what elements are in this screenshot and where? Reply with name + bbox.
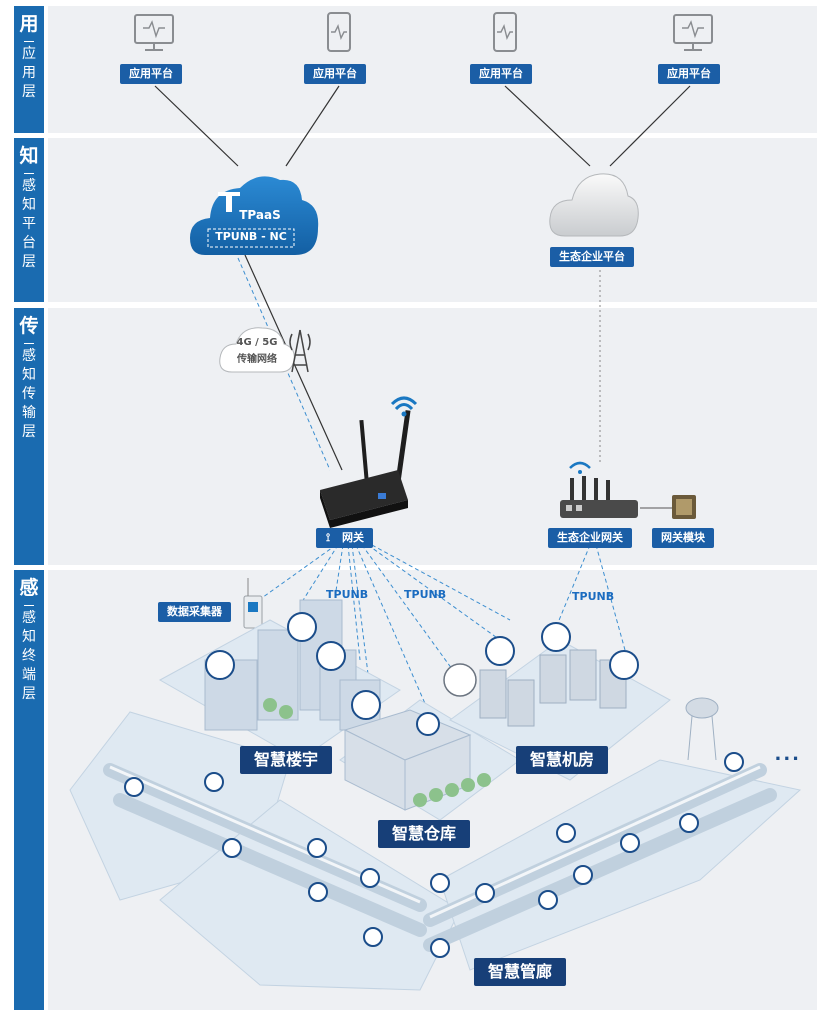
sensor-disk-icon (443, 663, 477, 697)
app-platform-tag: 应用平台 (658, 64, 720, 84)
band-transport (48, 308, 817, 565)
layer-label-application: 用 应用层 (14, 6, 44, 133)
gateway-module-tag: 网关模块 (652, 528, 714, 548)
sensor-nodes (124, 712, 744, 958)
band-platform (48, 138, 817, 302)
scene-label-warehouse: 智慧仓库 (378, 820, 471, 848)
eco-gateway-tag: 生态企业网关 (548, 528, 632, 548)
cellular-line2: 传输网络 (237, 354, 277, 365)
gateway-icon: ⟟ (326, 531, 331, 544)
layer-char: 用 (19, 13, 39, 35)
monitor-icon (134, 14, 174, 51)
eco-gateway-icon (560, 461, 638, 518)
tpunb-label: TPUNB (572, 590, 615, 603)
tpaas-subtitle: TPUNB - NC (215, 230, 287, 243)
data-collector-tag: 数据采集器 (158, 602, 231, 622)
tpunb-label: TPUNB (404, 588, 447, 601)
cell-tower-icon (289, 329, 311, 373)
phone-icon (493, 12, 517, 52)
app-platform-tag: 应用平台 (304, 64, 366, 84)
monitor-icon (673, 14, 713, 51)
more-indicator: ... (774, 744, 801, 765)
layer-char: 知 (19, 145, 39, 167)
tpaas-nc-frame (207, 228, 295, 248)
eco-platform-tag: 生态企业平台 (550, 247, 634, 267)
layer-char: 感 (19, 577, 39, 599)
trees (263, 698, 491, 807)
scene-label-server-room: 智慧机房 (516, 746, 609, 774)
layer-name: 应用层 (22, 46, 36, 100)
layer-name: 感知终端层 (22, 610, 36, 702)
tpaas-title: TPaaS (239, 208, 281, 222)
scene-label-building: 智慧楼宇 (240, 746, 333, 774)
layer-label-transport: 传 感知传输层 (14, 308, 44, 565)
eco-cloud-icon (549, 173, 639, 237)
app-platform-tag: 应用平台 (470, 64, 532, 84)
device-badges (205, 612, 639, 720)
data-collector-icon (243, 578, 263, 629)
connection-lines (154, 85, 691, 471)
layer-name: 感知平台层 (22, 178, 36, 270)
cellular-line1: 4G / 5G (236, 337, 278, 348)
layer-label-platform: 知 感知平台层 (14, 138, 44, 302)
gateway-tag: ⟟ 网关 (316, 528, 373, 548)
scene-label-pipe-gallery: 智慧管廊 (474, 958, 567, 986)
app-platform-tag: 应用平台 (120, 64, 182, 84)
layer-name: 感知传输层 (22, 348, 36, 440)
layer-label-terminal: 感 感知终端层 (14, 570, 44, 1010)
tpaas-cloud-icon (190, 176, 319, 255)
gateway-module-icon (672, 495, 696, 519)
gateway-router-icon (320, 396, 418, 528)
phone-icon (327, 12, 351, 52)
layer-char: 传 (19, 315, 39, 337)
tpunb-label: TPUNB (326, 588, 369, 601)
water-tower (685, 697, 719, 761)
